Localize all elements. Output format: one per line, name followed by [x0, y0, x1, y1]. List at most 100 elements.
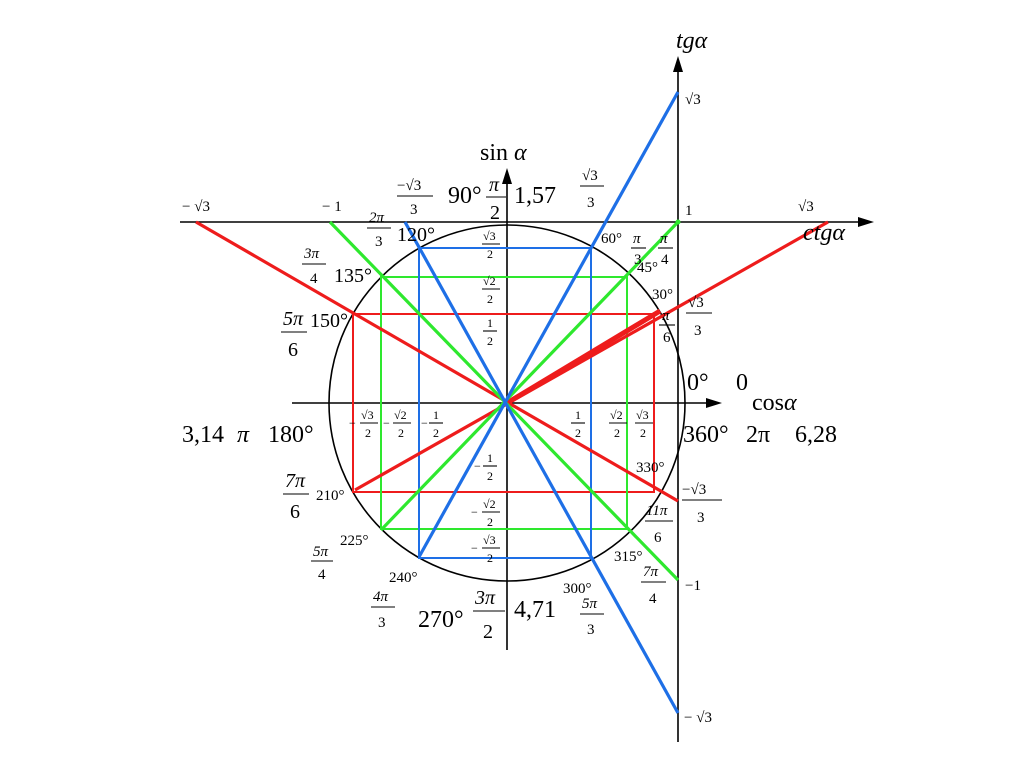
frac-cos-neg-1-2: − 1 2	[421, 408, 443, 440]
value-fractions: √3 3 −√3 3 √3 3 −√3 3	[397, 168, 722, 526]
label-2pi: 2π	[746, 422, 770, 448]
frac-sqrt3-over-3-tg: √3 3	[686, 295, 712, 339]
frac-den: 2	[487, 551, 493, 565]
frac-sign: −	[383, 416, 390, 430]
frac-den: 4	[310, 271, 318, 287]
frac-num: 5π	[582, 596, 598, 612]
frac-den: 2	[614, 426, 620, 440]
frac-sin-1-2: 1 2	[483, 316, 497, 348]
label-225-deg: 225°	[340, 533, 369, 549]
label-0-rad: 0	[736, 370, 748, 396]
frac-den: 6	[288, 339, 298, 361]
frac-num: √3	[582, 168, 598, 184]
tangent-points	[675, 219, 681, 225]
frac-den: 3	[634, 252, 642, 268]
frac-sin-sqrt2-2: √2 2	[482, 274, 500, 306]
line-135-deg	[379, 220, 680, 532]
label-60-deg: 60°	[601, 231, 622, 247]
frac-num: π	[633, 231, 641, 247]
frac-cos-sqrt3-2: √3 2	[635, 408, 653, 440]
frac-4pi-over-3: 4π 3	[371, 589, 395, 631]
tg-neg-sqrt3: − √3	[684, 710, 712, 726]
frac-den: 2	[433, 426, 439, 440]
frac-sin-sqrt3-2: √3 2	[482, 229, 500, 261]
frac-den: 2	[398, 426, 404, 440]
label-270-deg: 270°	[418, 607, 464, 633]
ctg-values: − √3 − 1 √3	[182, 199, 814, 215]
tg-neg-one: −1	[685, 578, 701, 594]
frac-cos-neg-sqrt2-2: − √2 2	[383, 408, 411, 440]
frac-den: 2	[487, 334, 493, 348]
unit-circle	[328, 224, 686, 582]
line-150-deg	[354, 220, 829, 492]
frac-num: 11π	[646, 503, 668, 519]
frac-den: 6	[654, 530, 662, 546]
frac-den: 6	[290, 501, 300, 523]
frac-den: 3	[697, 510, 705, 526]
label-628: 6,28	[795, 422, 837, 448]
frac-neg-sqrt3-over-3-tg: −√3 3	[682, 482, 722, 526]
frac-num: √3	[361, 408, 374, 422]
frac-cos-sqrt2-2: √2 2	[609, 408, 627, 440]
label-0-deg: 0°	[687, 370, 709, 396]
frac-num: 5π	[313, 544, 329, 560]
frac-pi-over-3: π 3	[631, 231, 646, 268]
frac-num: √2	[394, 408, 407, 422]
frac-num: 5π	[283, 308, 304, 330]
line-30-thick	[505, 308, 662, 406]
cos-label: cosα	[752, 390, 797, 416]
frac-den: 6	[663, 330, 671, 346]
frac-den: 2	[487, 292, 493, 306]
frac-5pi-over-4: 5π 4	[311, 544, 333, 583]
frac-den: 2	[487, 469, 493, 483]
frac-num: 1	[433, 408, 439, 422]
ctg-neg-one: − 1	[322, 199, 342, 215]
frac-num: 1	[487, 451, 493, 465]
frac-num: 3π	[474, 587, 496, 609]
frac-neg-sqrt3-over-3-top: −√3 3	[397, 178, 433, 218]
frac-num: √3	[688, 295, 704, 311]
frac-sin-neg-sqrt3-2: − √3 2	[471, 533, 500, 565]
frac-den: 4	[649, 591, 657, 607]
frac-den: 3	[375, 234, 383, 250]
label-210-deg: 210°	[316, 488, 345, 504]
label-314: 3,14	[182, 422, 224, 448]
axis-labels: sin α cosα tgα ctgα	[480, 28, 845, 416]
frac-5pi-over-6: 5π 6	[281, 308, 307, 361]
frac-5pi-over-3: 5π 3	[580, 596, 604, 638]
frac-num: √3	[636, 408, 649, 422]
frac-num: √2	[483, 274, 496, 288]
ctg-axis-arrow-icon	[858, 217, 874, 227]
frac-11pi-over-6: 11π 6	[645, 503, 673, 546]
frac-cos-neg-sqrt3-2: − √3 2	[349, 408, 378, 440]
frac-num: π	[662, 308, 670, 324]
frac-den: 4	[661, 252, 669, 268]
frac-num: 4π	[373, 589, 389, 605]
frac-num: √3	[483, 533, 496, 547]
frac-num: √2	[610, 408, 623, 422]
ctg-sqrt3: √3	[798, 199, 814, 215]
frac-num: π	[660, 231, 668, 247]
tg-values: √3 1 −1 − √3	[684, 92, 712, 726]
ctg-label: ctgα	[803, 220, 845, 246]
frac-num: −√3	[397, 178, 421, 194]
frac-sin-neg-sqrt2-2: − √2 2	[471, 497, 500, 529]
frac-num: 2π	[369, 210, 385, 226]
tg-label: tgα	[676, 28, 708, 54]
angle-labels: 0° 0 30° 45° 60° 90° 1,57 120° 135° 150°…	[182, 183, 837, 633]
frac-2pi-over-3: 2π 3	[367, 210, 391, 250]
frac-den: 2	[487, 247, 493, 261]
frac-sign: −	[421, 416, 428, 430]
frac-pi-over-6: π 6	[659, 308, 675, 346]
cos-axis-fractions: − √3 2 − √2 2 − 1 2 1 2 √2 2 √3	[349, 408, 653, 440]
label-120-deg: 120°	[397, 224, 435, 246]
frac-pi-over-2: π 2	[486, 174, 506, 224]
sin-axis-arrow-icon	[502, 168, 512, 184]
frac-3pi-over-2: 3π 2	[473, 587, 505, 643]
frac-num: 7π	[285, 470, 306, 492]
frac-den: 3	[587, 195, 595, 211]
frac-7pi-over-4: 7π 4	[641, 564, 666, 607]
frac-num: 3π	[303, 246, 320, 262]
sin-axis-fractions: √3 2 √2 2 1 2 − 1 2 − √2 2 − √3	[471, 229, 500, 565]
label-pi: π	[237, 422, 250, 448]
